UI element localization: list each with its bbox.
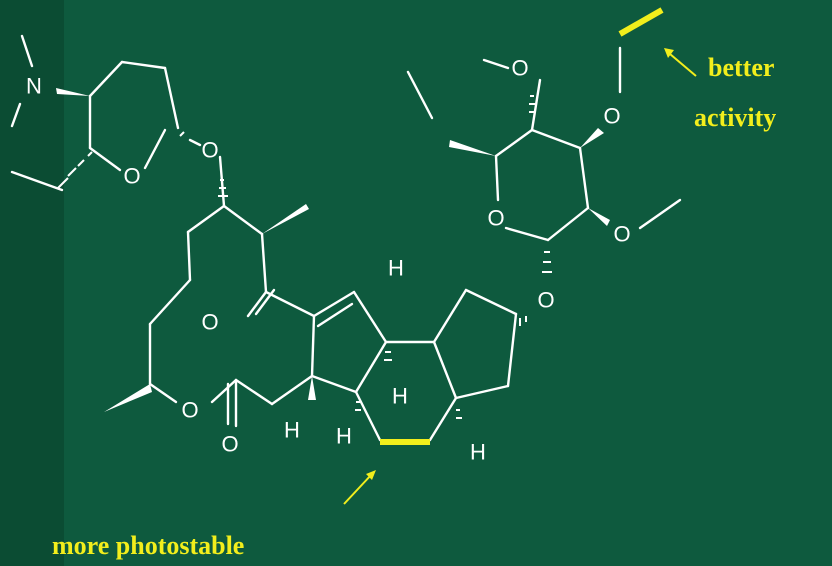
activity-arrow-icon [669,53,697,77]
hydrogen-atom-label: H [470,440,486,465]
oxygen-atom-label: O [511,56,528,81]
oxygen-atom-label: O [603,104,620,129]
better-activity-label-line2: activity [694,103,776,132]
hashed-bonds [57,95,552,419]
wedge-bonds [56,88,610,412]
hydrogen-atom-label: H [388,256,404,281]
atom-labels: N O O O O O O O O O O H H H H H [26,56,631,465]
oxygen-atom-label: O [487,206,504,231]
background-left-band [0,0,64,566]
oxygen-atom-label: O [181,398,198,423]
oxygen-atom-label: O [613,222,630,247]
oxygen-atom-label: O [537,288,554,313]
oxygen-atom-label: O [201,138,218,163]
oxygen-atom-label: O [221,432,238,457]
more-photostable-label: more photostable [52,531,244,560]
hydrogen-atom-label: H [336,424,352,449]
hydrogen-atom-label: H [392,384,408,409]
oxygen-atom-label: O [201,310,218,335]
oxygen-atom-label: O [123,164,140,189]
bonds [10,34,682,442]
better-activity-label-line1: better [708,53,774,82]
hydrogen-atom-label: H [284,418,300,443]
highlights [343,7,697,505]
photostable-arrow-icon [343,473,373,505]
methyl-highlight [618,7,664,37]
nitrogen-atom-label: N [26,74,42,99]
